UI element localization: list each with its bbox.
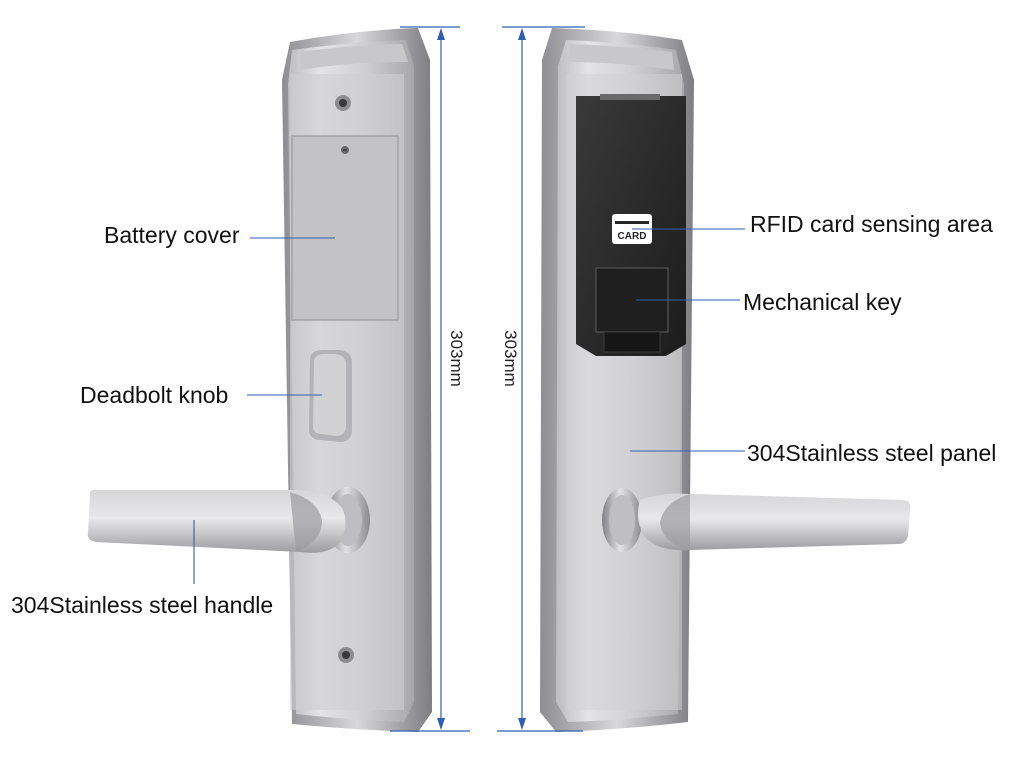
- card-icon-text: CARD: [618, 231, 647, 242]
- deadbolt-knob: [309, 350, 352, 442]
- handle-label: 304Stainless steel handle: [11, 592, 274, 618]
- left-handle-lever: [87, 490, 346, 553]
- left-dimension-line: [390, 26, 470, 732]
- mechanical-key-cover: [595, 267, 669, 353]
- battery-cover: [291, 135, 399, 321]
- deadbolt-knob-label: Deadbolt knob: [80, 382, 229, 408]
- right-height-label: 303mm: [500, 330, 520, 387]
- panel-label: 304Stainless steel panel: [747, 440, 997, 466]
- right-handle-lever: [638, 493, 911, 551]
- battery-cover-label: Battery cover: [104, 222, 240, 248]
- right-lock-body: CARD: [540, 28, 911, 732]
- right-handle-rose: [602, 488, 642, 552]
- right-dimension-line: [497, 26, 585, 732]
- screw-top-left: [335, 95, 351, 111]
- left-height-label: 303mm: [446, 330, 466, 387]
- screw-bottom-left: [338, 647, 354, 663]
- mechanical-key-label: Mechanical key: [743, 289, 902, 315]
- left-lock-body: [87, 28, 432, 732]
- rfid-label: RFID card sensing area: [750, 211, 993, 237]
